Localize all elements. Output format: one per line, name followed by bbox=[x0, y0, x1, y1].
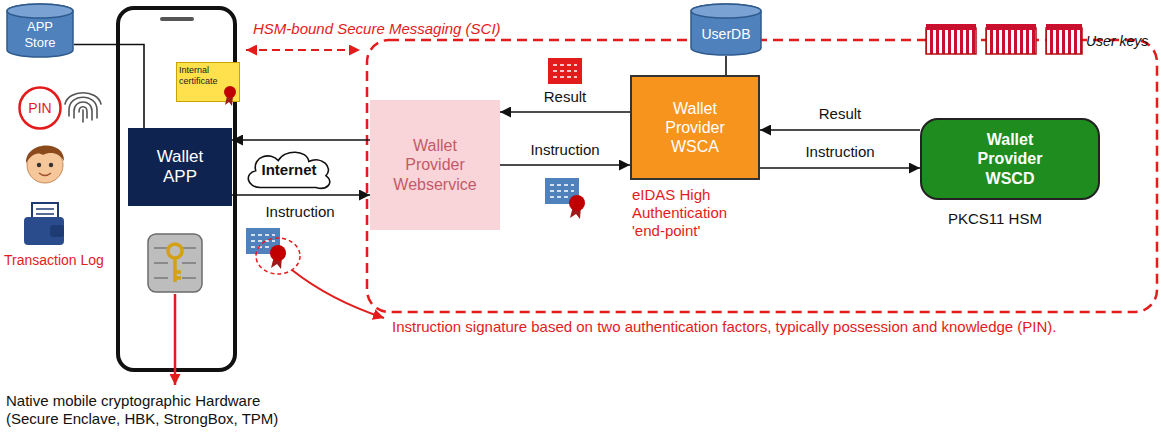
node-text: Internal certificate bbox=[179, 65, 225, 87]
wax-seal bbox=[270, 245, 286, 261]
key-block bbox=[1046, 28, 1082, 54]
document-body bbox=[548, 58, 582, 84]
edge-label: Result bbox=[542, 89, 589, 106]
node-text: Wallet APP bbox=[145, 147, 215, 188]
key-block bbox=[926, 28, 976, 54]
signature-pointer bbox=[292, 270, 384, 318]
seal-highlight bbox=[256, 238, 300, 274]
secure-messaging-arrow bbox=[246, 49, 360, 51]
cylinder-top bbox=[691, 4, 761, 18]
fingerprint-icon bbox=[65, 93, 101, 122]
circle-outline bbox=[20, 88, 61, 129]
connector-arrow bbox=[760, 167, 920, 169]
eye bbox=[49, 163, 53, 167]
edge-label: Instruction bbox=[263, 204, 336, 221]
user-keys bbox=[926, 24, 1082, 54]
key-block-top bbox=[986, 24, 1036, 30]
cylinder-body bbox=[691, 4, 761, 55]
service-box: Wallet Provider Webservice bbox=[370, 100, 500, 230]
signed-instruction bbox=[246, 228, 286, 269]
hardware-pointer bbox=[174, 294, 177, 385]
document-lines bbox=[553, 65, 577, 77]
pin-circle: PIN bbox=[18, 86, 62, 130]
phone-speaker bbox=[160, 17, 194, 21]
key-block bbox=[986, 28, 1036, 54]
key-block-top bbox=[926, 24, 976, 30]
node-text: Wallet Provider WSCD bbox=[965, 130, 1055, 188]
connector-arrow bbox=[500, 164, 630, 166]
log-label: Transaction Log bbox=[4, 252, 104, 269]
document-lines bbox=[251, 235, 275, 247]
result-document bbox=[548, 58, 582, 84]
connector-arrow bbox=[74, 45, 144, 129]
cloud-outline bbox=[248, 152, 329, 188]
process-box: Wallet Provider WSCA bbox=[630, 75, 760, 180]
hsm-box: Wallet Provider WSCD bbox=[920, 118, 1100, 200]
document-lines bbox=[550, 185, 574, 197]
node-text: APP Store bbox=[12, 19, 68, 50]
database-cylinder: UserDB bbox=[690, 4, 762, 56]
edge-label: Instruction bbox=[528, 142, 601, 159]
endpoint-label: eIDAS High Authentication 'end-point' bbox=[632, 186, 752, 240]
wallet-body bbox=[24, 217, 64, 245]
fingerprint-ridge bbox=[65, 93, 101, 104]
wallet-icon bbox=[24, 203, 64, 245]
node-text: Internet bbox=[261, 161, 316, 179]
certificate-badge: Internal certificate bbox=[176, 62, 240, 102]
document-lines bbox=[36, 209, 54, 214]
keys-label: User keys bbox=[1086, 33, 1148, 50]
signed-instruction bbox=[545, 178, 585, 219]
edge-label: Result bbox=[817, 106, 864, 123]
app-box: Wallet APP bbox=[128, 128, 232, 206]
certificate-card bbox=[177, 63, 240, 102]
wax-seal bbox=[224, 86, 236, 98]
secure-chip bbox=[148, 234, 202, 292]
node-text: UserDB bbox=[701, 26, 750, 43]
user-avatar bbox=[26, 145, 64, 183]
connector-arrow bbox=[500, 111, 630, 113]
key-blade bbox=[175, 258, 181, 282]
smile bbox=[39, 173, 51, 176]
node-text: Wallet Provider WSCA bbox=[650, 99, 740, 157]
messaging-label: HSM-bound Secure Messaging (SCI) bbox=[250, 20, 504, 38]
secure-region bbox=[367, 40, 1157, 312]
connector-arrow bbox=[232, 194, 370, 196]
wax-seal bbox=[569, 195, 585, 211]
connector-arrow bbox=[725, 56, 727, 75]
node-text: PIN bbox=[28, 100, 51, 117]
chip-body bbox=[148, 234, 202, 292]
hair bbox=[26, 145, 64, 163]
connector-arrow bbox=[232, 139, 370, 141]
edge-label: Instruction bbox=[803, 144, 876, 161]
internet-cloud: Internet bbox=[244, 148, 334, 190]
database-cylinder: APP Store bbox=[6, 4, 74, 58]
fingerprint-ridge bbox=[82, 110, 84, 122]
cylinder-top bbox=[7, 4, 73, 18]
cylinder-body bbox=[7, 4, 73, 57]
hardware-note: Native mobile cryptographic Hardware (Se… bbox=[6, 392, 306, 428]
key-bow bbox=[168, 244, 182, 258]
connector-arrow bbox=[760, 129, 920, 131]
hsm-type-label: PKCS11 HSM bbox=[948, 210, 1042, 228]
key-block-top bbox=[1046, 24, 1082, 30]
signature-note: Instruction signature based on two authe… bbox=[392, 318, 1057, 336]
wallet-clasp bbox=[50, 225, 64, 237]
eye bbox=[37, 163, 41, 167]
node-text: Wallet Provider Webservice bbox=[387, 136, 483, 194]
